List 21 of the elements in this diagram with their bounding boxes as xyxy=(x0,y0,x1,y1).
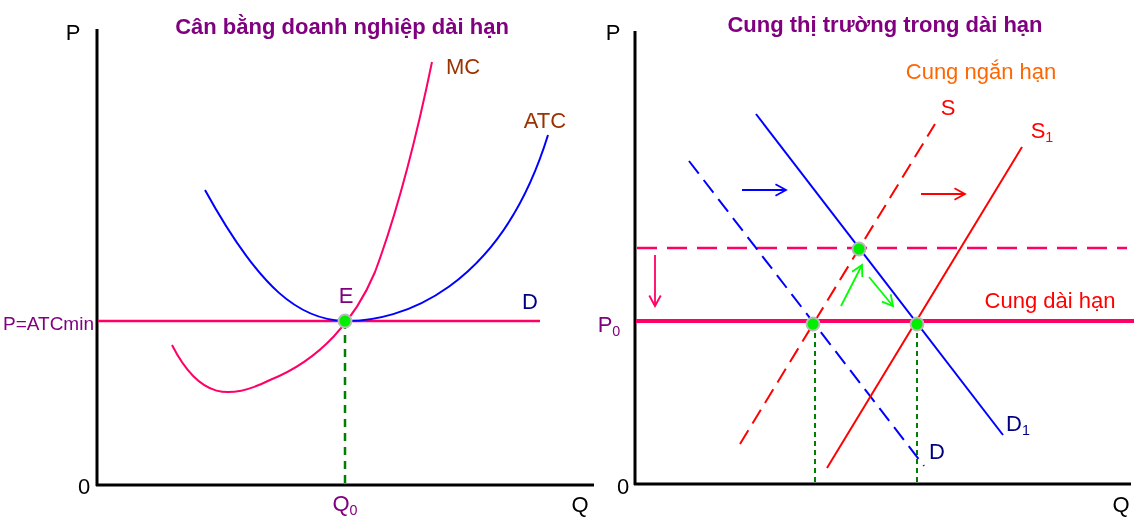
curve-label: MC xyxy=(445,56,481,78)
curve-label: D xyxy=(929,441,945,463)
chart-title: Cân bằng doanh nghiệp dài hạn xyxy=(175,16,509,38)
axis-label: P xyxy=(605,22,621,44)
curve-label: S xyxy=(940,97,956,119)
origin-label: 0 xyxy=(616,476,630,498)
curve-label: Cung ngắn hạn xyxy=(905,61,1057,83)
curve-label: D xyxy=(522,291,538,313)
axis-label: Q xyxy=(571,494,589,516)
point-label: E xyxy=(338,285,354,307)
curve-label: Cung dài hạn xyxy=(984,290,1116,312)
axis-label: P xyxy=(65,22,81,44)
axis-label: Q xyxy=(1112,494,1130,516)
price-label: P=ATCmin xyxy=(3,313,94,333)
quantity-label: Q$_{0}$ xyxy=(332,492,358,518)
price-label: P$_{0}$ xyxy=(597,313,621,339)
origin-label: 0 xyxy=(77,476,91,498)
chart-title: Cung thị trường trong dài hạn xyxy=(727,14,1043,36)
curve-label: D$_{1}$ xyxy=(1006,412,1030,438)
curve-label: S$_{1}$ xyxy=(1030,119,1054,145)
curve-label: ATC xyxy=(523,110,567,132)
